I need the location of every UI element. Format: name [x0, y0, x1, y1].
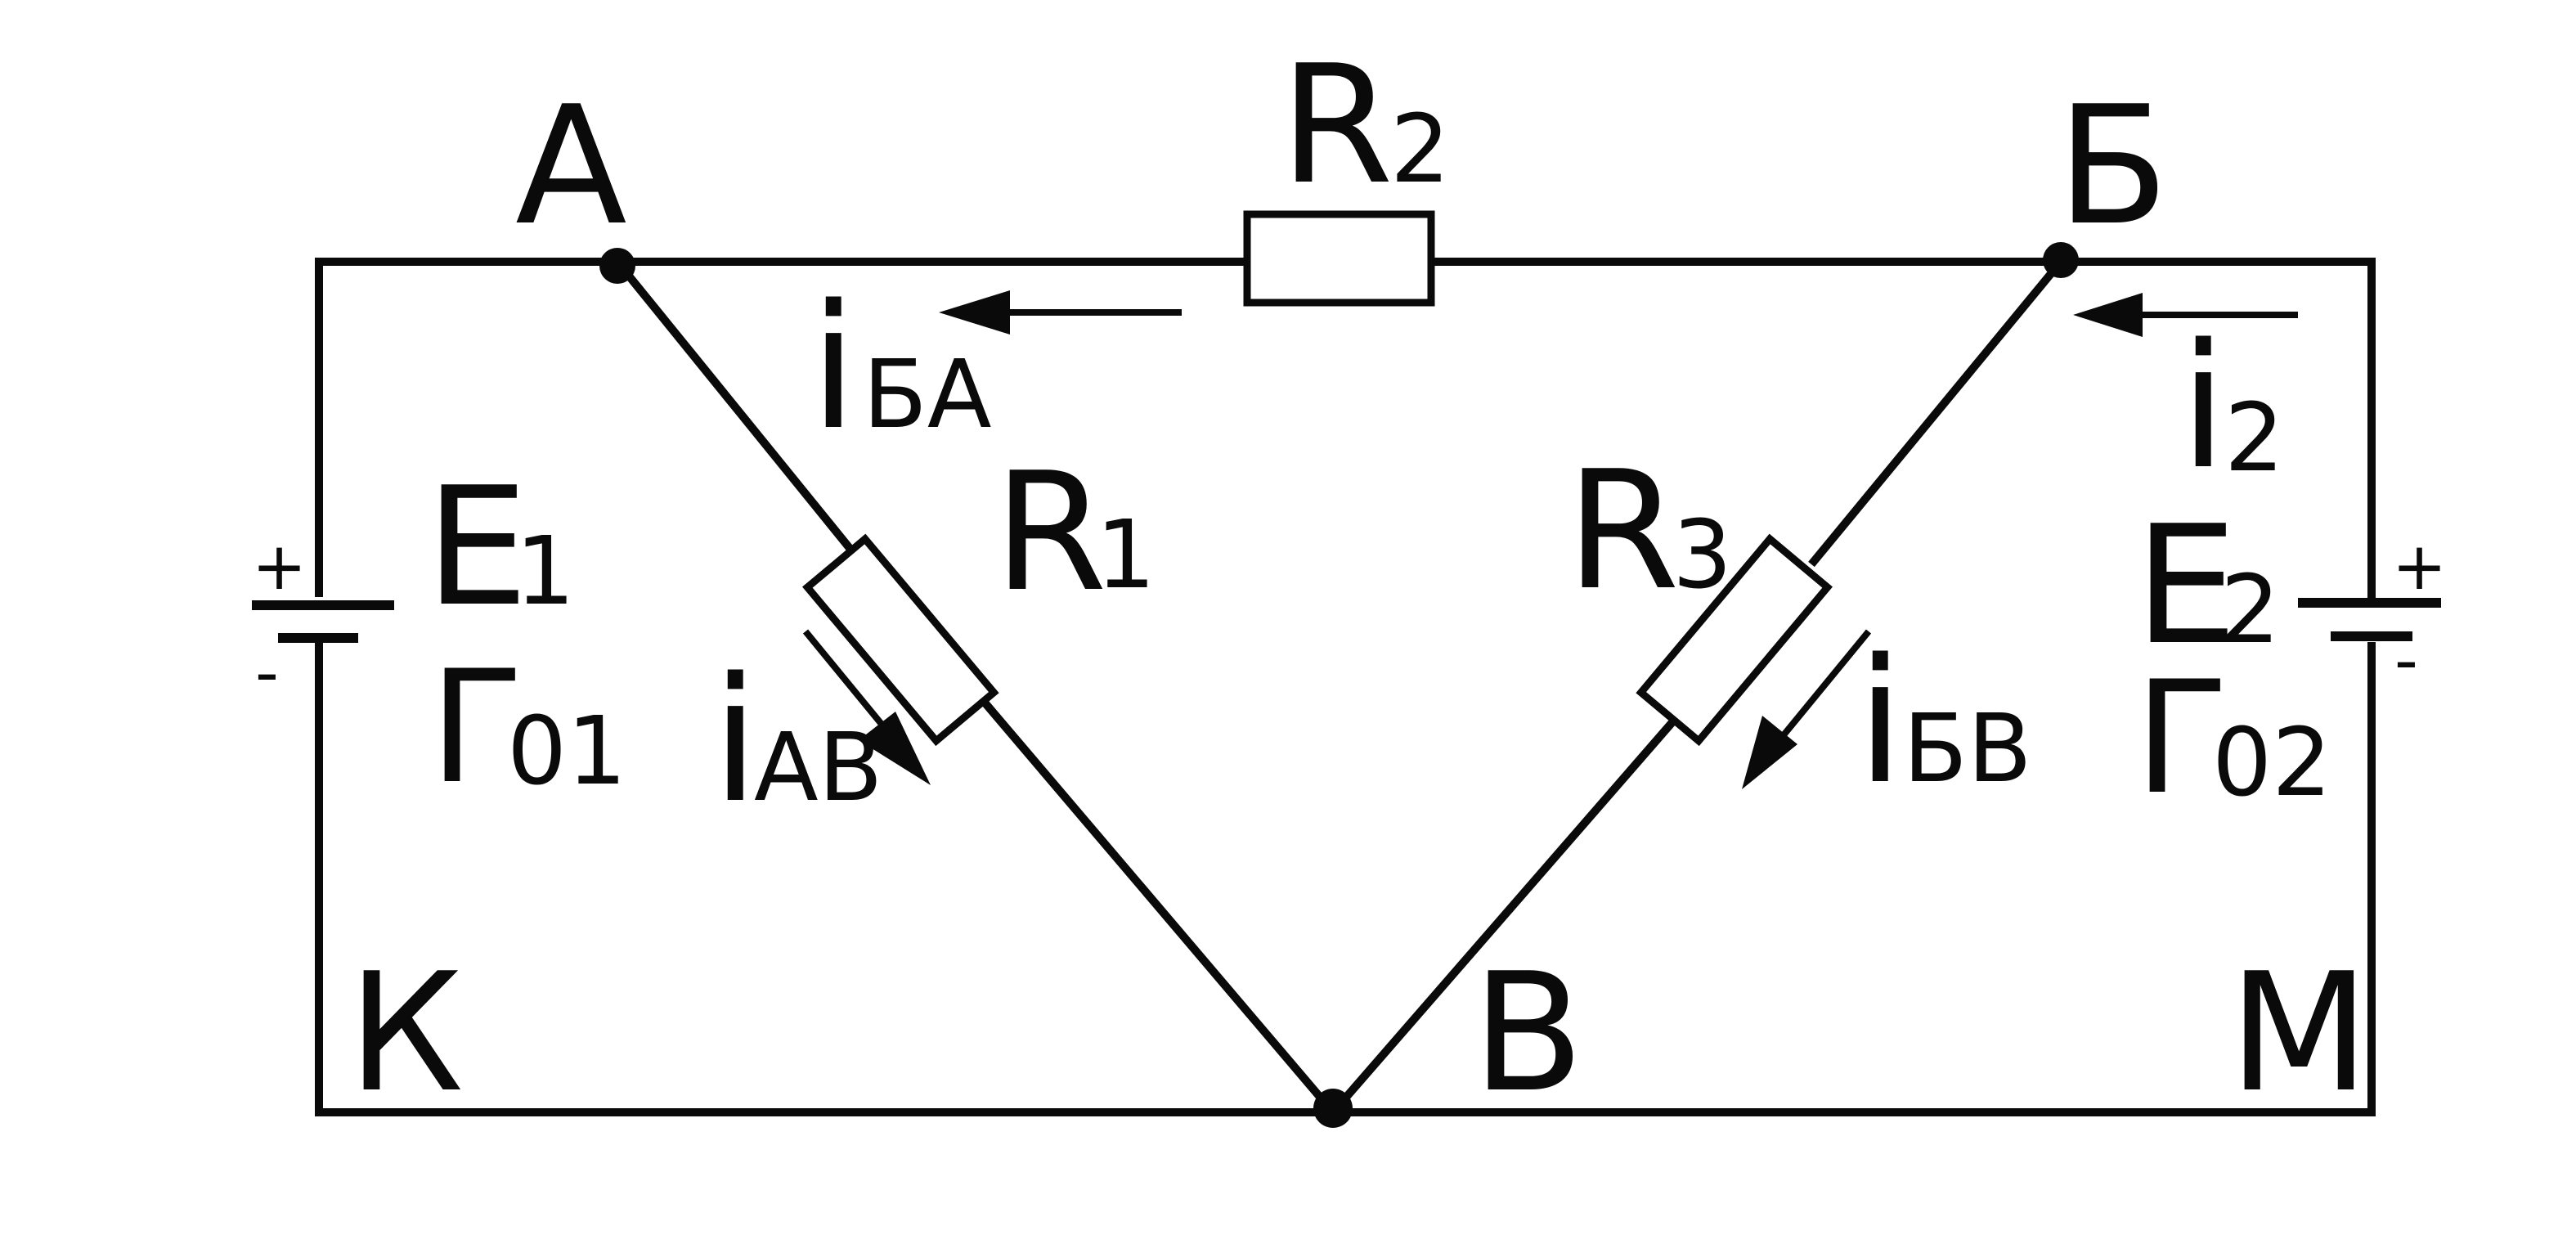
label-i-ba: i БА	[810, 267, 992, 468]
label-r3-sub: 3	[1672, 501, 1732, 610]
label-r2-main: R	[1280, 30, 1393, 221]
label-e1: E 1 Г 01 + -	[252, 452, 626, 818]
wire-a-to-r1	[614, 258, 866, 568]
label-e1-r-sub: 01	[507, 697, 626, 806]
node-dot-a	[599, 248, 635, 284]
label-i-av: i АВ	[711, 640, 883, 841]
label-r1-main: R	[994, 438, 1107, 628]
label-e1-sub: 1	[515, 517, 575, 626]
label-e2-r-sub: 02	[2212, 708, 2331, 818]
label-e2-main: E	[2134, 491, 2237, 681]
arrow-i-2	[2073, 293, 2298, 337]
label-node-b: Б	[2057, 71, 2169, 262]
label-i-av-main: i	[711, 640, 759, 841]
wire-right-top	[2061, 258, 2376, 601]
resistor-r3	[1636, 533, 1833, 747]
arrow-i-2-head	[2073, 293, 2143, 337]
label-e2-r-main: Г	[2134, 648, 2229, 829]
label-r3-main: R	[1566, 436, 1680, 626]
label-r1-sub: 1	[1096, 501, 1156, 610]
label-node-a: А	[515, 71, 627, 262]
label-i-2-sub: 2	[2224, 384, 2284, 493]
label-r3: R 3	[1566, 436, 1732, 626]
arrow-i-av-shaft	[802, 629, 895, 739]
arrow-i-av-head	[859, 712, 931, 785]
arrow-i-ba-head	[939, 290, 1010, 335]
label-r1: R 1	[994, 438, 1156, 628]
wire-left-bottom	[315, 642, 1333, 1116]
node-dot-v	[1313, 1089, 1353, 1128]
arrow-i-bv	[1742, 629, 1872, 789]
wire-r3-to-v	[1330, 700, 1692, 1116]
label-i-2: i 2	[2179, 307, 2284, 507]
wire-left-top	[315, 258, 617, 597]
arrow-i-bv-head	[1742, 716, 1797, 789]
node-dot-b	[2043, 242, 2079, 278]
label-e2-sub: 2	[2220, 555, 2280, 665]
resistor-r1	[802, 533, 999, 747]
label-e1-main: E	[425, 452, 528, 643]
label-e1-r-main: Г	[429, 637, 524, 818]
battery-e1	[252, 600, 394, 643]
outer-wires	[315, 258, 2376, 1116]
wire-right-bottom	[1333, 642, 2376, 1116]
label-e2-plus: +	[2392, 528, 2447, 604]
label-e2-minus: -	[2394, 622, 2418, 698]
label-i-bv-main: i	[1856, 622, 1904, 822]
label-e2: E 2 Г 02 + -	[2134, 491, 2447, 829]
label-i-bv: i БВ	[1856, 622, 2032, 822]
label-e1-plus: +	[252, 528, 307, 604]
label-e1-minus: -	[255, 635, 279, 711]
arrow-i-ba	[939, 290, 1182, 335]
battery-e2	[2298, 598, 2441, 641]
label-i-2-main: i	[2179, 307, 2227, 507]
wire-r1-to-v	[982, 700, 1336, 1116]
label-i-av-sub: АВ	[754, 713, 883, 823]
label-r2-sub: 2	[1390, 95, 1450, 204]
label-i-bv-sub: БВ	[1903, 694, 2032, 804]
label-node-m: М	[2228, 938, 2370, 1129]
arrow-i-bv-shaft	[1779, 629, 1872, 739]
label-i-ba-sub: БА	[863, 340, 992, 450]
wire-b-to-r3	[1808, 258, 2064, 568]
label-i-ba-main: i	[810, 267, 857, 468]
label-r2: R 2	[1280, 30, 1450, 221]
arrow-i-av	[802, 629, 931, 785]
diagonal-wires	[614, 258, 2064, 1116]
label-node-k: К	[348, 938, 464, 1129]
resistor-r2	[1243, 210, 1435, 307]
label-node-v: В	[1472, 938, 1584, 1129]
